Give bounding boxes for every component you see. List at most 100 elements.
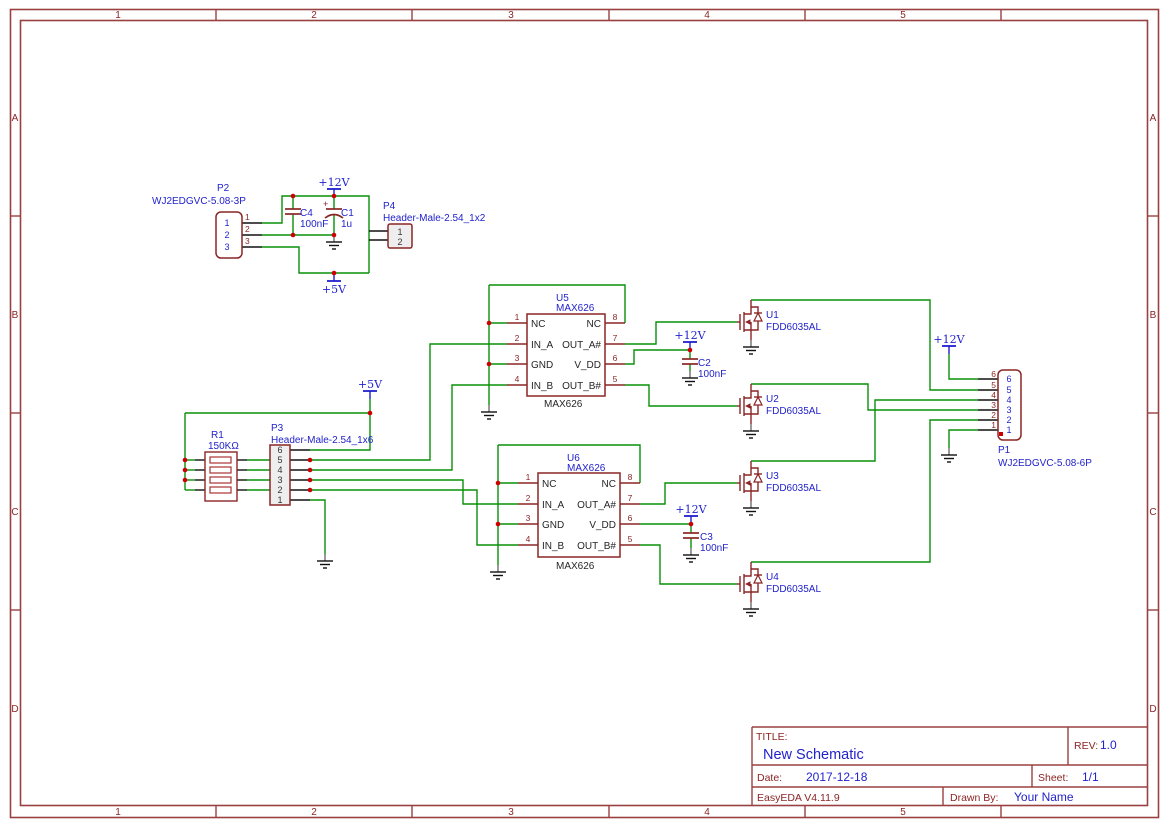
- u5-part[interactable]: MAX626: [556, 303, 595, 314]
- wire[interactable]: [751, 399, 978, 462]
- wire[interactable]: [310, 489, 518, 546]
- power-label-12v[interactable]: +12V: [933, 333, 965, 346]
- u1-ref[interactable]: U1: [766, 310, 779, 321]
- power-label-5v[interactable]: +5V: [358, 378, 383, 391]
- connector-p4[interactable]: P4 Header-Male-2.54_1x2 1 2: [383, 201, 486, 249]
- p1-pin1-marker: [999, 432, 1003, 436]
- drawn-by-value[interactable]: Your Name: [1014, 790, 1074, 804]
- u4-ref[interactable]: U4: [766, 572, 779, 583]
- u4-part[interactable]: FDD6035AL: [766, 584, 821, 595]
- u2-part[interactable]: FDD6035AL: [766, 406, 821, 417]
- gnd-symbol[interactable]: [941, 448, 957, 463]
- rev-value[interactable]: 1.0: [1100, 738, 1117, 752]
- gnd-symbol[interactable]: [743, 501, 759, 516]
- capacitor-symbol[interactable]: [324, 208, 344, 219]
- wire[interactable]: [498, 444, 641, 483]
- wire[interactable]: [310, 384, 507, 471]
- gnd-symbol[interactable]: [326, 235, 342, 250]
- p1-ref[interactable]: P1: [998, 445, 1011, 456]
- c2-value[interactable]: 100nF: [698, 369, 726, 380]
- wire[interactable]: [489, 284, 626, 323]
- gnd-symbol[interactable]: [743, 424, 759, 439]
- capacitor-symbol[interactable]: [285, 208, 301, 215]
- wire[interactable]: [310, 499, 326, 554]
- connector-p3[interactable]: P3 Header-Male-2.54_1x6 6 5 4 3 2 1: [269, 423, 374, 506]
- u6-part[interactable]: MAX626: [567, 463, 606, 474]
- wire[interactable]: [625, 349, 690, 365]
- r1-ref[interactable]: R1: [211, 430, 224, 441]
- p2-part[interactable]: WJ2EDGVC-5.08-3P: [152, 196, 246, 207]
- c2-ref[interactable]: C2: [698, 358, 711, 369]
- ic-u6[interactable]: U6 MAX626 MAX626 1 2 3 4 8 7 6 5 NC IN_A…: [526, 453, 633, 572]
- power-flag[interactable]: [942, 345, 956, 354]
- wire[interactable]: [948, 429, 978, 448]
- power-label-5v[interactable]: +5V: [322, 283, 347, 296]
- date-value[interactable]: 2017-12-18: [806, 770, 868, 784]
- p2-ref[interactable]: P2: [217, 183, 230, 194]
- power-label-12v[interactable]: +12V: [675, 503, 707, 516]
- gnd-symbol[interactable]: [743, 340, 759, 355]
- gnd-symbol[interactable]: [317, 554, 333, 569]
- wire[interactable]: [310, 343, 507, 461]
- c4-value[interactable]: 100nF: [300, 219, 328, 230]
- mosfet-u3[interactable]: [737, 461, 763, 501]
- wire[interactable]: [310, 479, 518, 505]
- u6-pinnum: 1: [526, 472, 531, 482]
- power-flag[interactable]: [363, 390, 377, 399]
- mosfet-u4[interactable]: [737, 562, 763, 602]
- u6-ref[interactable]: U6: [567, 453, 580, 464]
- wire[interactable]: [625, 321, 737, 345]
- power-label-12v[interactable]: +12V: [674, 329, 706, 342]
- c3-ref[interactable]: C3: [700, 532, 713, 543]
- capacitor-symbol[interactable]: [683, 532, 699, 539]
- power-label-12v[interactable]: +12V: [318, 176, 350, 189]
- wire[interactable]: [751, 299, 978, 391]
- mosfet-u1[interactable]: [737, 300, 763, 340]
- u5-pinname: NC: [531, 319, 545, 330]
- ic-u5[interactable]: U5 MAX626 MAX626 1 2 3 4 8 7 6 5 NC IN_A…: [515, 293, 618, 410]
- sheet-value[interactable]: 1/1: [1082, 770, 1099, 784]
- u5-ref[interactable]: U5: [556, 293, 569, 304]
- wire[interactable]: [310, 399, 371, 451]
- wire[interactable]: [948, 354, 978, 380]
- wire[interactable]: [625, 384, 737, 407]
- wire[interactable]: [262, 246, 369, 274]
- wire[interactable]: [751, 383, 978, 411]
- capacitor-symbol[interactable]: [682, 358, 698, 365]
- p4-ref[interactable]: P4: [383, 201, 396, 212]
- schematic-title[interactable]: New Schematic: [763, 747, 864, 763]
- gnd-symbol[interactable]: [743, 602, 759, 617]
- wire[interactable]: [640, 544, 737, 585]
- c4-ref[interactable]: C4: [300, 208, 313, 219]
- software-version: EasyEDA V4.11.9: [757, 792, 840, 804]
- u6-pinname: GND: [542, 520, 564, 531]
- u1-part[interactable]: FDD6035AL: [766, 322, 821, 333]
- frame-row-label: B: [1150, 310, 1157, 321]
- p1-part[interactable]: WJ2EDGVC-5.08-6P: [998, 458, 1092, 469]
- gnd-symbol[interactable]: [682, 371, 698, 386]
- u3-ref[interactable]: U3: [766, 471, 779, 482]
- p3-part[interactable]: Header-Male-2.54_1x6: [271, 435, 374, 446]
- r1-value[interactable]: 150KΩ: [208, 441, 239, 452]
- wire[interactable]: [640, 482, 737, 505]
- connector-p1[interactable]: P1 WJ2EDGVC-5.08-6P 6 5 4 3 2 1 6 5 4 3 …: [991, 369, 1092, 469]
- c1-ref[interactable]: C1: [341, 208, 354, 219]
- drawn-by-label: Drawn By:: [950, 792, 998, 804]
- p3-ref[interactable]: P3: [271, 423, 284, 434]
- mosfet-u2[interactable]: [737, 384, 763, 424]
- c3-value[interactable]: 100nF: [700, 543, 728, 554]
- gnd-symbol[interactable]: [490, 565, 506, 580]
- p4-part[interactable]: Header-Male-2.54_1x2: [383, 213, 486, 224]
- wire[interactable]: [262, 195, 370, 273]
- u3-part[interactable]: FDD6035AL: [766, 483, 821, 494]
- c1-value[interactable]: 1u: [341, 219, 352, 230]
- gnd-symbol[interactable]: [683, 548, 699, 563]
- symbol-glyphs-layer[interactable]: [285, 188, 957, 617]
- connector-p2[interactable]: P2 WJ2EDGVC-5.08-3P 1 2 3 1 2 3: [152, 183, 250, 259]
- wire[interactable]: [751, 419, 978, 563]
- resistor-network-r1[interactable]: R1 150KΩ: [204, 430, 239, 502]
- p2-pinnum: 1: [245, 212, 250, 222]
- u2-ref[interactable]: U2: [766, 394, 779, 405]
- gnd-symbol[interactable]: [481, 405, 497, 420]
